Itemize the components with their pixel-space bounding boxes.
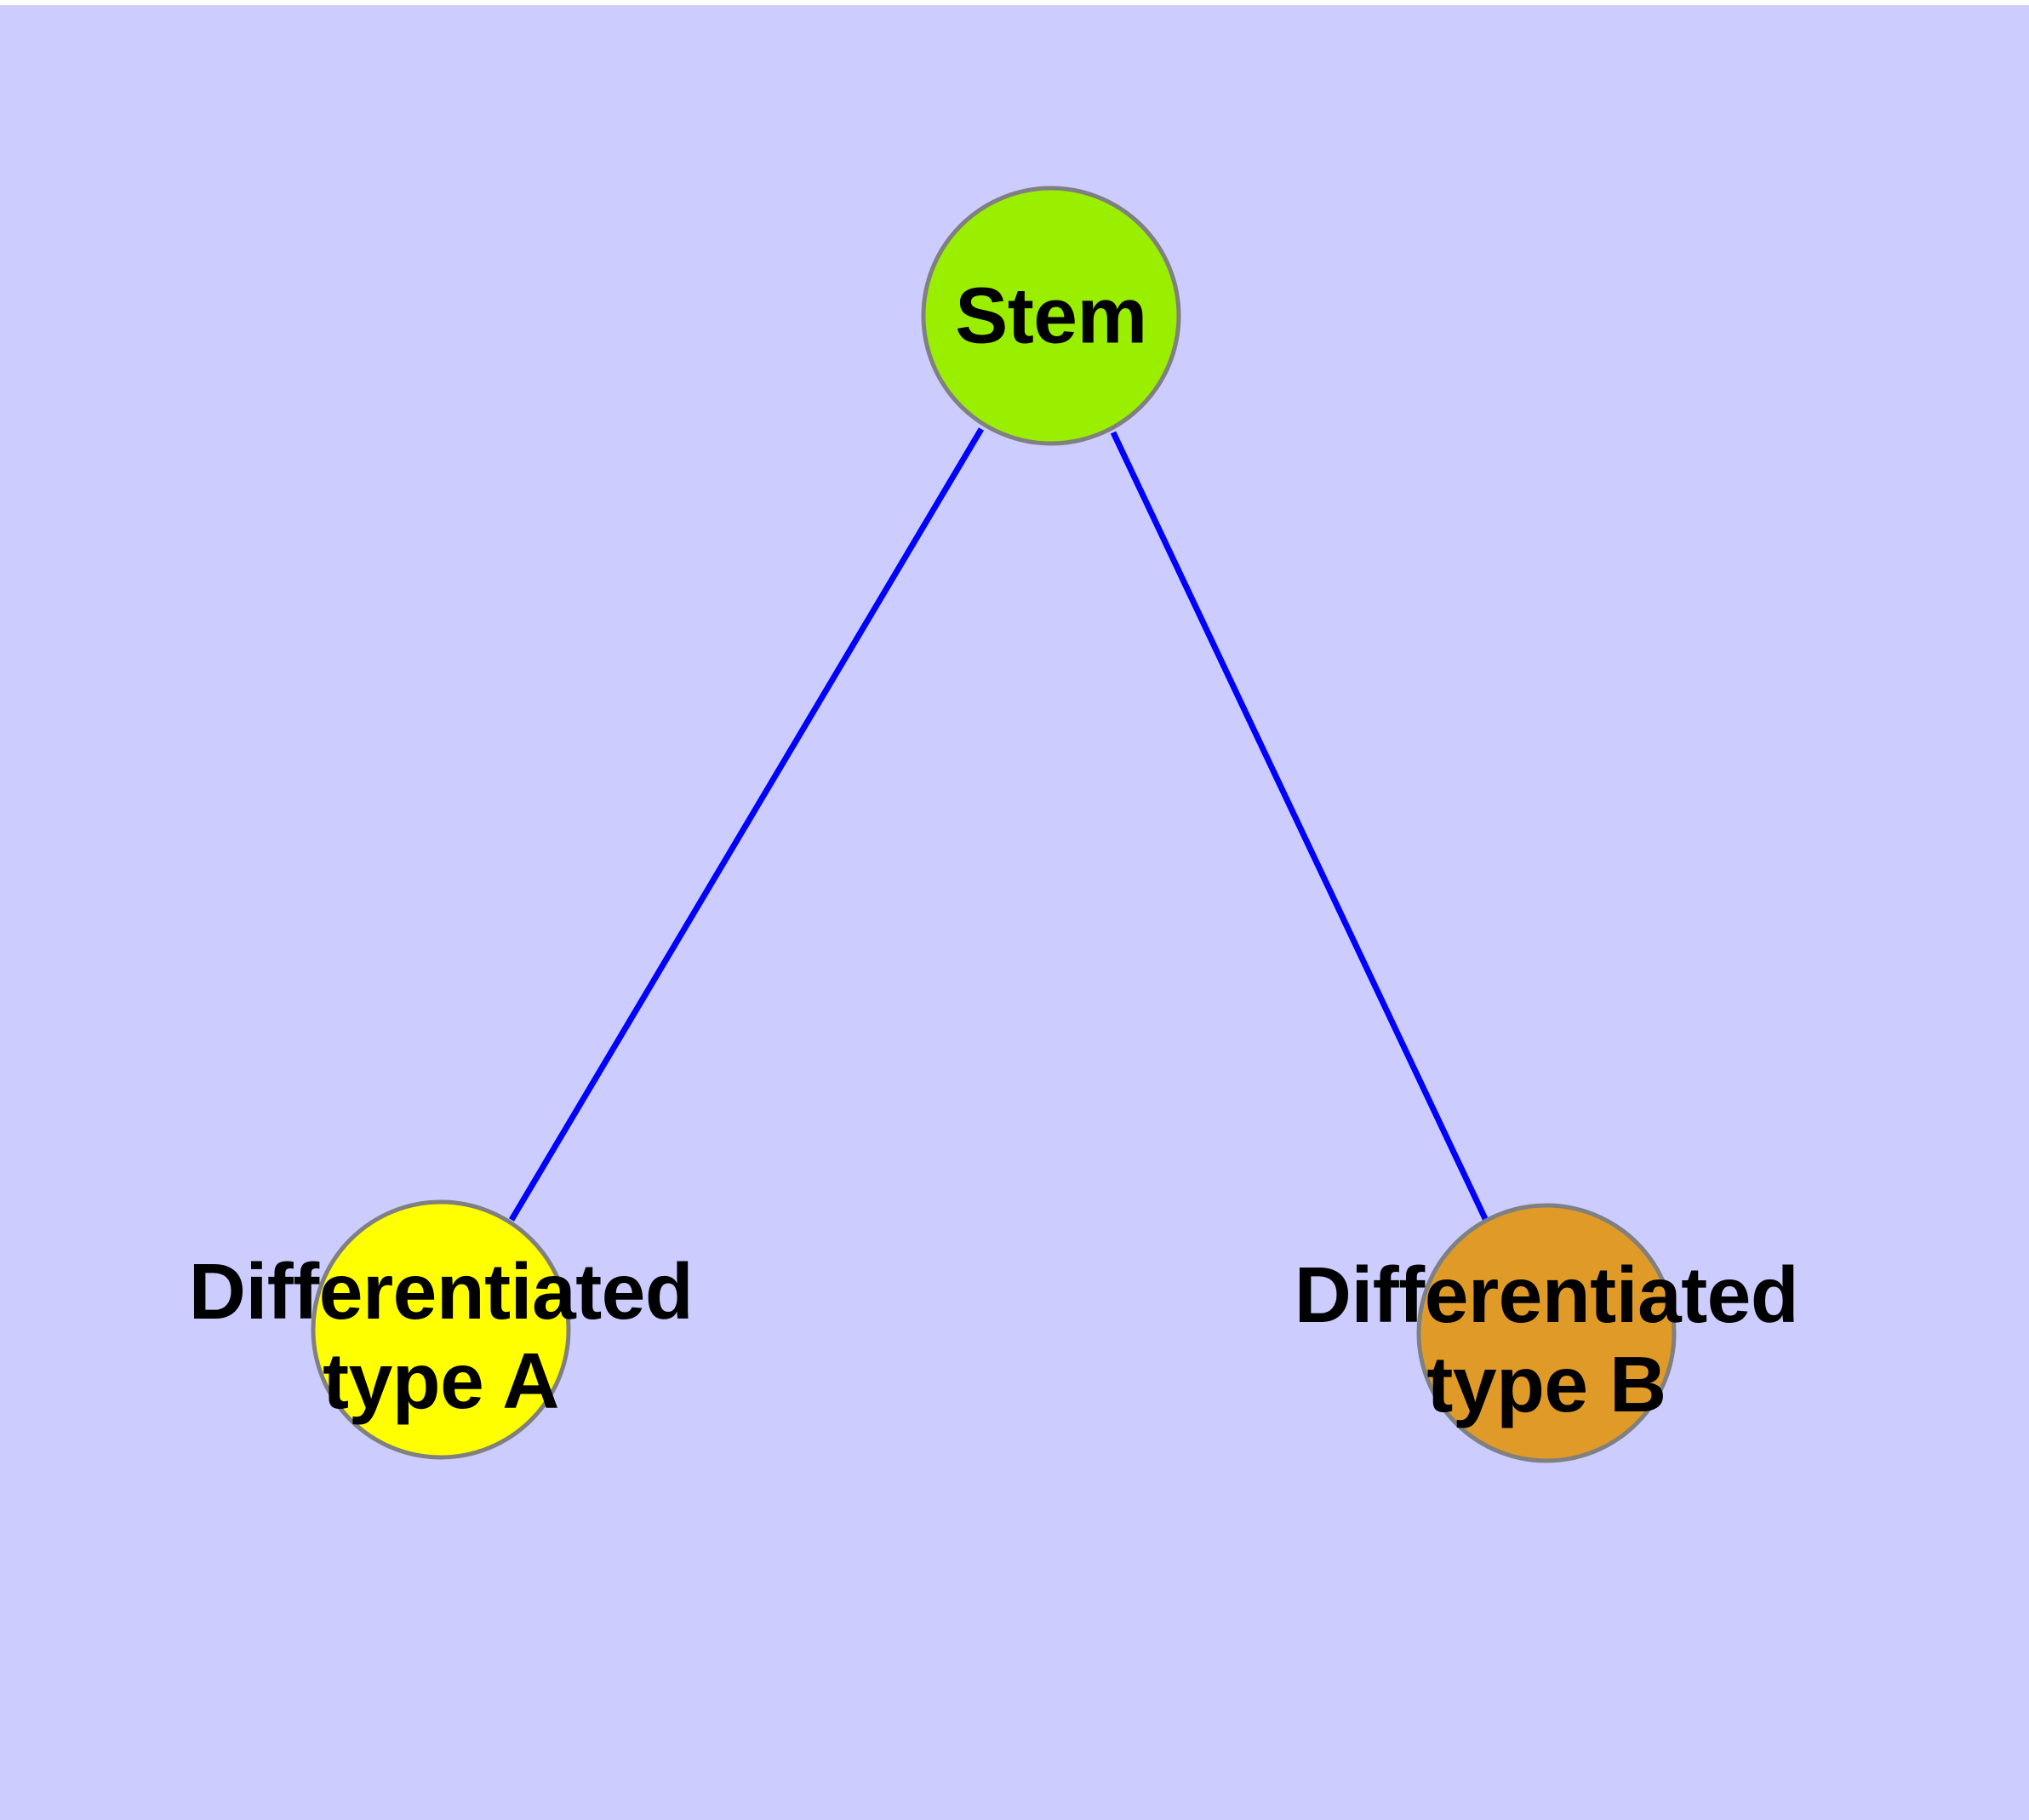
graph-node-stem[interactable] (921, 186, 1181, 446)
nodes-group (311, 186, 1677, 1463)
graph-edge-stem-to-a[interactable] (508, 427, 985, 1222)
graph-edge-stem-to-b[interactable] (1110, 431, 1491, 1226)
top-edge-strip (0, 0, 2029, 5)
graph-node-diff_b[interactable] (1416, 1203, 1677, 1463)
edges-group (508, 427, 1491, 1226)
graph-node-diff_a[interactable] (311, 1199, 571, 1460)
